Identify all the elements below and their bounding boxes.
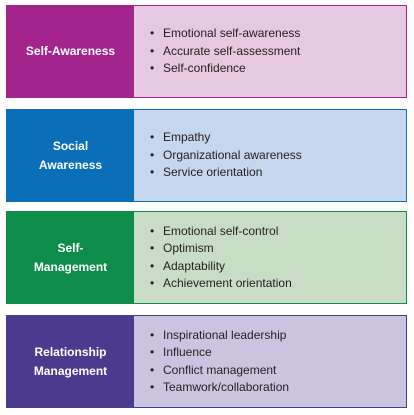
social-awareness-header: Social Awareness	[7, 110, 134, 201]
list-item-label: Service orientation	[163, 165, 263, 180]
list-item-label: Organizational awareness	[163, 147, 302, 162]
list-item-label: Adaptability	[163, 258, 226, 273]
list-item: • Emotional self-control	[150, 223, 292, 241]
relationship-management-body: • Inspirational leadership • Influence • Co…	[134, 316, 406, 407]
list-item: • Optimism	[150, 240, 292, 258]
self-management-title-line1: Self-	[57, 240, 84, 255]
relationship-management-title-line2: Management	[33, 363, 108, 378]
bullet-icon: •	[150, 362, 155, 377]
social-awareness-list: • Empathy • Organizational awareness • Serv…	[150, 129, 302, 182]
relationship-management-title-line1: Relationship	[34, 344, 107, 359]
list-item: • Teamwork/collaboration	[150, 379, 289, 397]
self-awareness-header: Self-Awareness	[7, 6, 134, 97]
self-awareness-body: • Emotional self-awareness • Accurate self…	[134, 6, 406, 97]
list-item-label: Emotional self-control	[163, 223, 279, 238]
self-management-body: • Emotional self-control • Optimism • Adapt…	[134, 212, 406, 303]
list-item-label: Self-confidence	[163, 61, 246, 76]
list-item-label: Optimism	[163, 241, 214, 255]
list-item: • Adaptability	[150, 258, 292, 276]
social-awareness-title-line1: Social	[52, 138, 89, 153]
bullet-icon: •	[150, 258, 155, 273]
relationship-management-header: Relationship Management	[7, 316, 134, 407]
self-management-panel: Self- Management • Emotional self-control…	[6, 211, 407, 304]
list-item: • Empathy	[150, 129, 302, 147]
bullet-icon: •	[150, 223, 155, 238]
bullet-icon: •	[150, 130, 155, 145]
self-awareness-panel: Self-Awareness • Emotional self-awareness…	[6, 5, 407, 98]
bullet-icon: •	[150, 380, 155, 394]
list-item: • Emotional self-awareness	[150, 25, 300, 43]
social-awareness-panel: Social Awareness • Empathy • Organizationa…	[6, 109, 407, 202]
list-item: • Self-confidence	[150, 60, 300, 78]
bullet-icon: •	[150, 61, 155, 76]
relationship-management-list: • Inspirational leadership • Influence • Co…	[150, 327, 289, 397]
self-management-list: • Emotional self-control • Optimism • Adapt…	[150, 223, 292, 293]
list-item: • Conflict management	[150, 362, 289, 380]
bullet-icon: •	[150, 43, 155, 58]
bullet-icon: •	[150, 26, 155, 41]
list-item: • Influence	[150, 344, 289, 362]
list-item-label: Conflict management	[163, 362, 277, 377]
list-item-label: Emotional self-awareness	[163, 26, 301, 41]
relationship-management-panel: Relationship Management • Inspirational l…	[6, 315, 407, 408]
list-item-label: Influence	[163, 345, 212, 359]
self-management-header: Self- Management	[7, 212, 134, 303]
social-awareness-body: • Empathy • Organizational awareness • Serv…	[134, 110, 406, 201]
list-item-label: Empathy	[163, 130, 211, 145]
list-item-label: Inspirational leadership	[163, 327, 287, 342]
list-item: • Inspirational leadership	[150, 327, 289, 345]
list-item: • Organizational awareness	[150, 147, 302, 165]
bullet-icon: •	[150, 241, 155, 255]
bullet-icon: •	[150, 327, 155, 342]
list-item: • Achievement orientation	[150, 275, 292, 293]
list-item: • Service orientation	[150, 164, 302, 182]
bullet-icon: •	[150, 147, 155, 162]
bullet-icon: •	[150, 165, 155, 180]
social-awareness-title-line2: Awareness	[38, 157, 103, 172]
self-awareness-title: Self-Awareness	[25, 44, 116, 58]
bullet-icon: •	[150, 345, 155, 359]
list-item-label: Achievement orientation	[163, 276, 292, 290]
self-management-title-line2: Management	[33, 259, 108, 274]
list-item-label: Accurate self-assessment	[163, 43, 301, 58]
list-item: • Accurate self-assessment	[150, 43, 300, 61]
self-awareness-list: • Emotional self-awareness • Accurate self…	[150, 25, 300, 78]
bullet-icon: •	[150, 276, 155, 290]
list-item-label: Teamwork/collaboration	[163, 380, 290, 394]
